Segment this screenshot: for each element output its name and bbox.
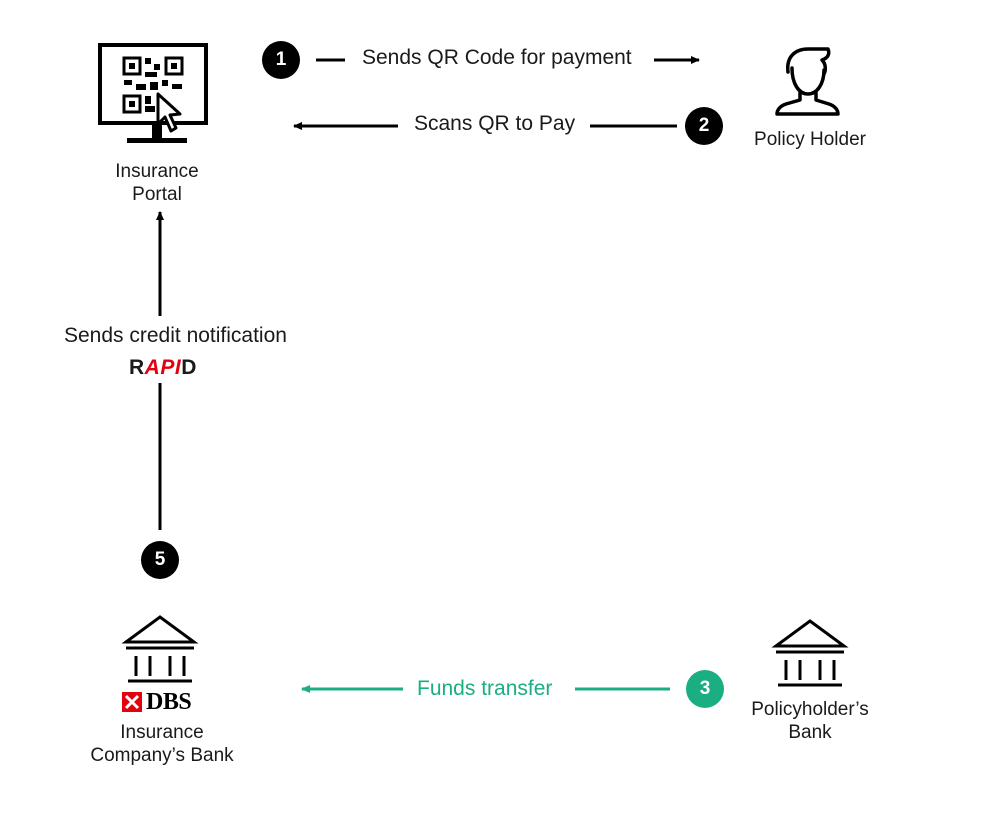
step-badge-5: 5 <box>141 541 179 579</box>
step5-text: Sends credit notification <box>64 324 287 347</box>
rapid-logo-r: R <box>129 356 145 379</box>
dbs-mark-icon <box>122 692 142 712</box>
step-badge-3: 3 <box>686 670 724 708</box>
qr-monitor-icon <box>98 43 208 143</box>
policy-holder-label: Policy Holder <box>754 129 866 150</box>
insurer-bank-label: Insurance Company’s Bank <box>90 722 234 766</box>
person-icon <box>775 47 840 116</box>
step-badge-1: 1 <box>262 41 300 79</box>
step-badge-2: 2 <box>685 107 723 145</box>
rapid-logo: RAPID <box>129 356 197 380</box>
holder-bank-label: Policyholder’s Bank <box>751 699 869 743</box>
step1-text: Sends QR Code for payment <box>362 46 632 69</box>
dbs-logo-text: DBS <box>146 689 192 715</box>
portal-label: Insurance Portal <box>115 161 199 205</box>
rapid-logo-api: API <box>144 356 182 379</box>
step2-text: Scans QR to Pay <box>414 112 576 135</box>
bank-icon <box>771 619 849 687</box>
dbs-logo: DBS <box>122 689 192 715</box>
step3-text: Funds transfer <box>417 677 553 700</box>
bank-icon <box>121 615 199 683</box>
rapid-logo-d: D <box>181 356 197 379</box>
